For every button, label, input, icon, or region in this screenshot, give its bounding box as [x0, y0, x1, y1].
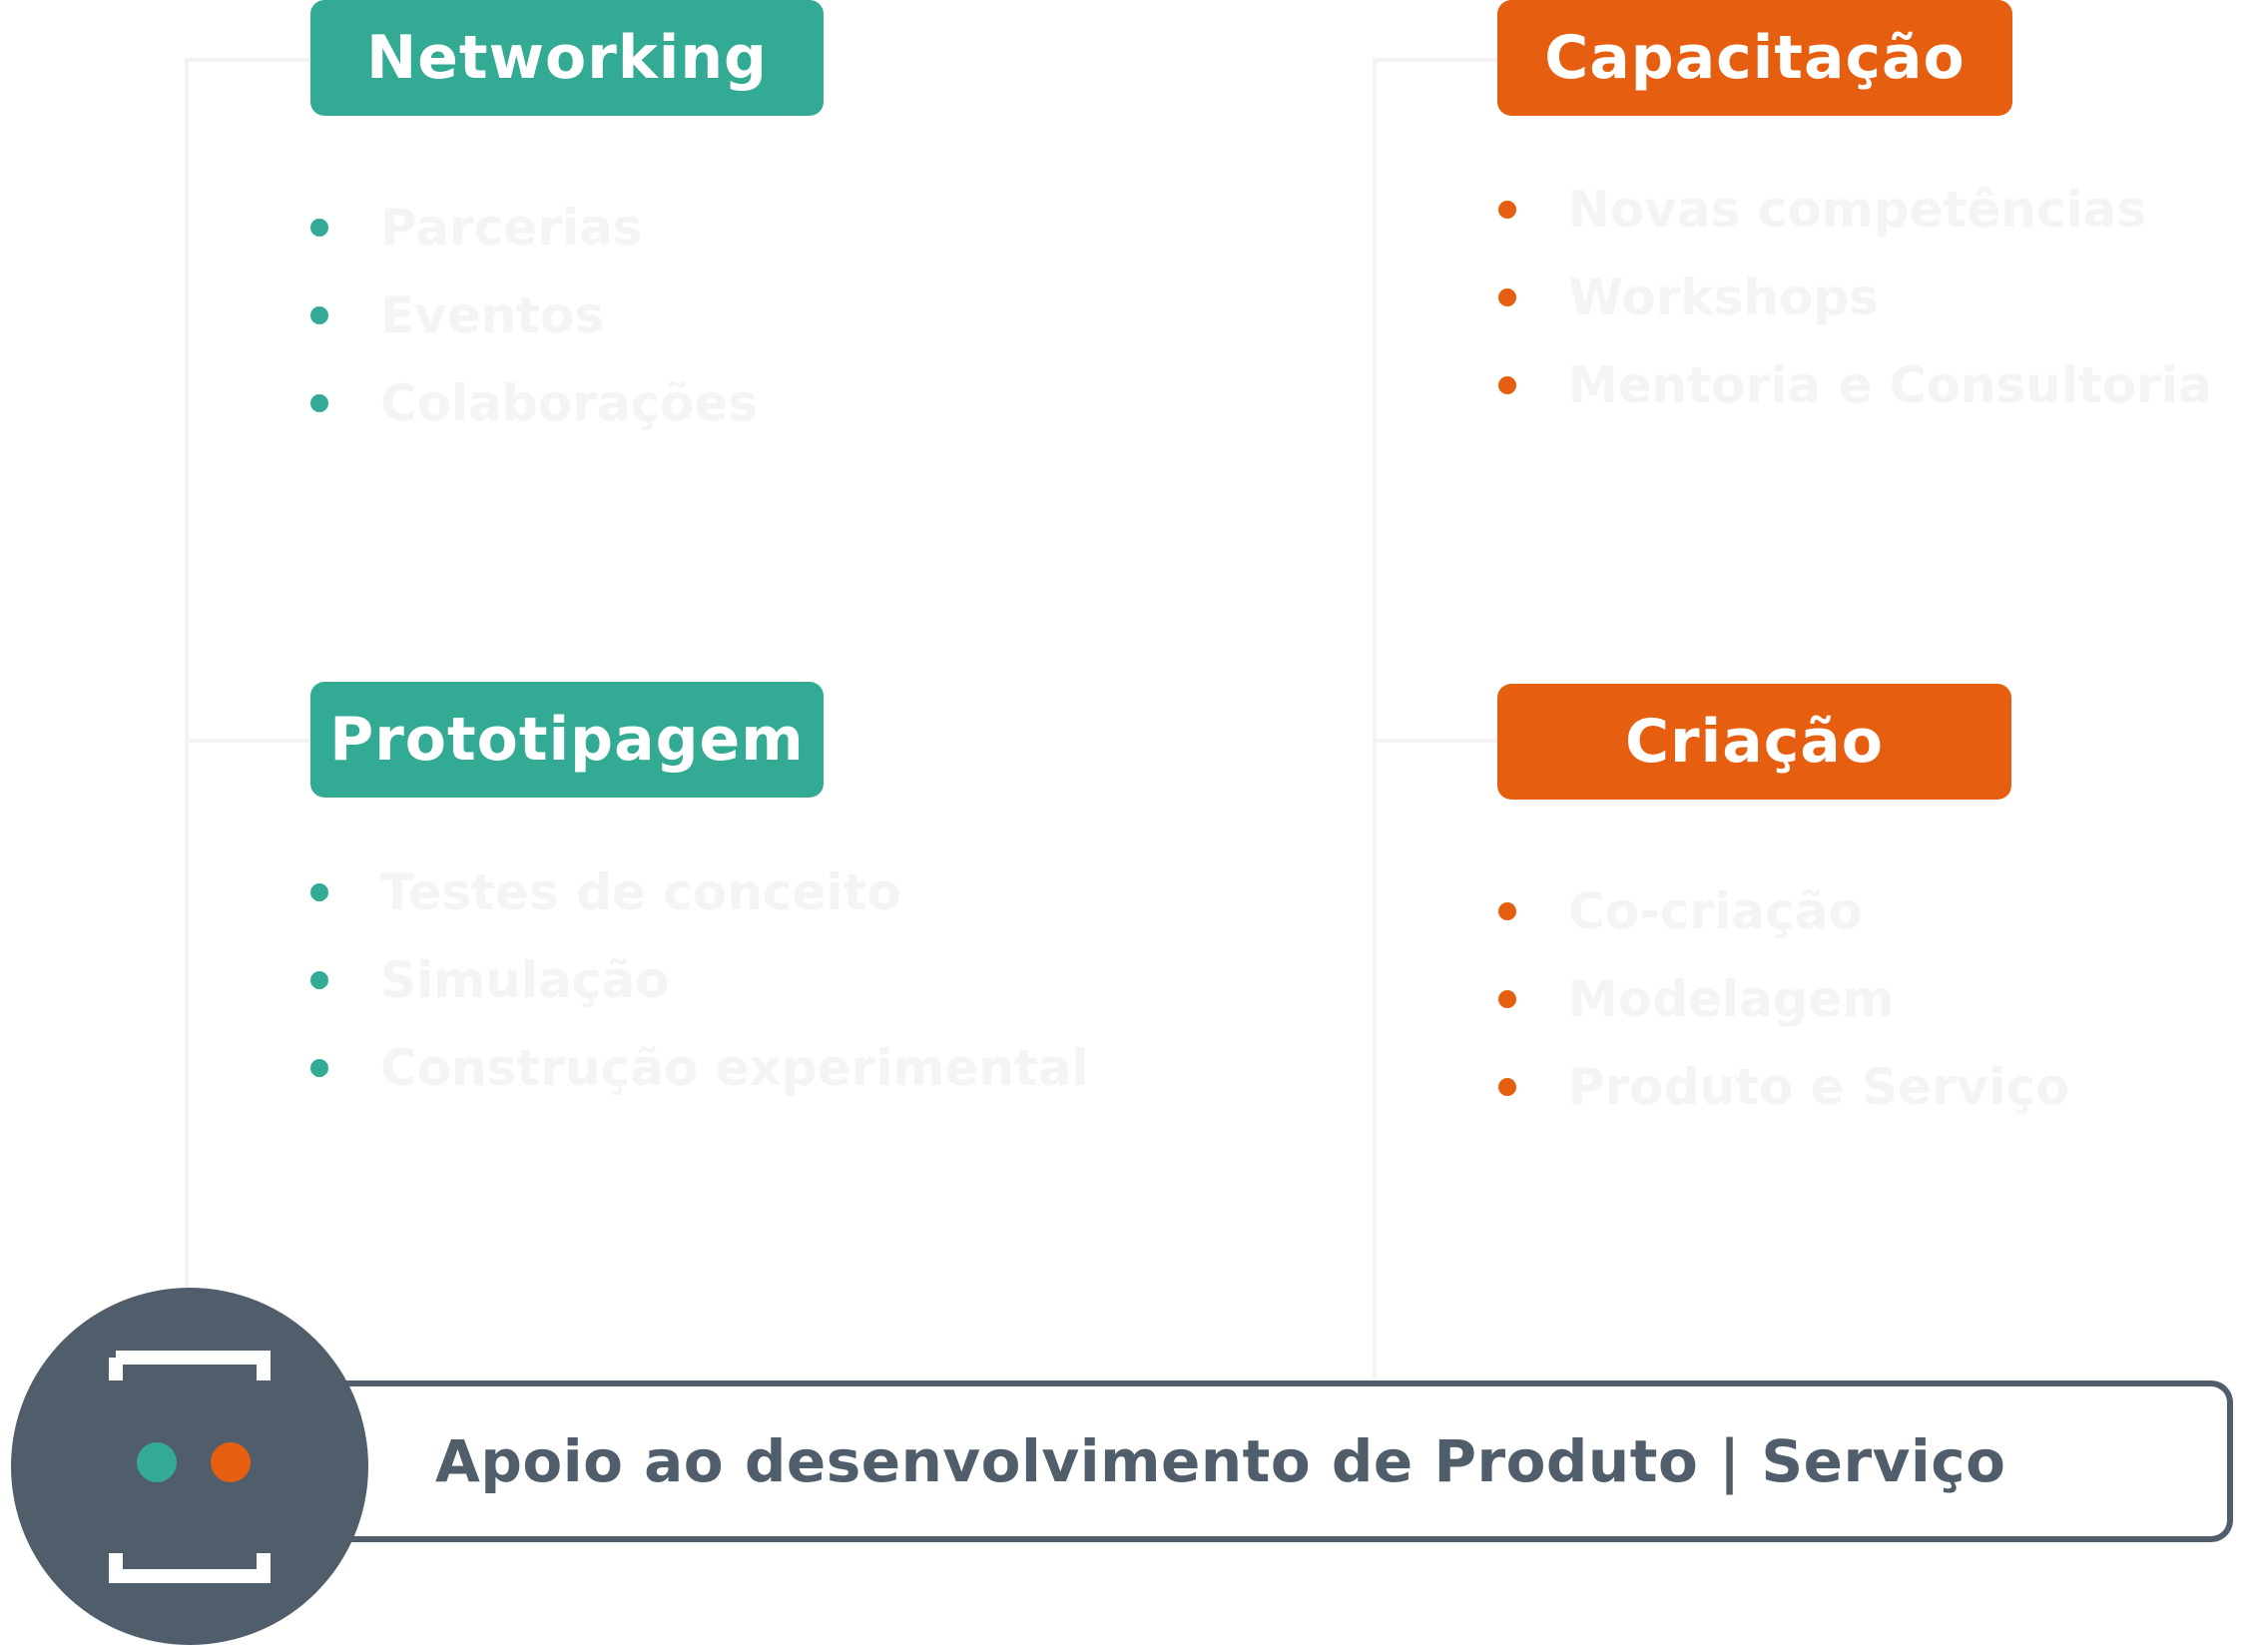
connector-left-mid: [185, 739, 309, 743]
list-item: Testes de conceito: [310, 848, 1089, 936]
list-item-label: Workshops: [1568, 269, 1879, 326]
list-item-label: Modelagem: [1568, 970, 1895, 1028]
criacao-list: Co-criação Modelagem Produto e Serviço: [1498, 867, 2069, 1131]
orange-bullet-icon: [1498, 1078, 1516, 1096]
list-item-label: Testes de conceito: [380, 863, 901, 921]
networking-list: Parcerias Eventos Colaborações: [310, 184, 758, 447]
capacitacao-list: Novas competências Workshops Mentoria e …: [1498, 166, 2212, 429]
list-item: Parcerias: [310, 184, 758, 272]
orange-bullet-icon: [1498, 288, 1516, 306]
teal-bullet-icon: [310, 306, 328, 324]
list-item: Novas competências: [1498, 166, 2212, 254]
badge-circle: [11, 1288, 368, 1645]
orange-bullet-icon: [1498, 990, 1516, 1008]
bracket-dots-icon: [109, 1351, 271, 1583]
list-item: Mentoria e Consultoria: [1498, 341, 2212, 429]
list-item-label: Simulação: [380, 951, 670, 1009]
list-item-label: Colaborações: [380, 374, 759, 432]
orange-bullet-icon: [1498, 902, 1516, 920]
list-item: Workshops: [1498, 254, 2212, 341]
connector-right-vertical: [1373, 60, 1377, 1377]
teal-bullet-icon: [310, 219, 328, 237]
list-item-label: Eventos: [380, 286, 605, 344]
list-item: Construção experimental: [310, 1024, 1089, 1112]
teal-bullet-icon: [310, 394, 328, 412]
criacao-header: Criação: [1497, 684, 2011, 800]
list-item: Produto e Serviço: [1498, 1043, 2069, 1131]
list-item: Co-criação: [1498, 867, 2069, 955]
connector-right-mid: [1373, 739, 1497, 743]
list-item-label: Parcerias: [380, 199, 643, 257]
list-item: Modelagem: [1498, 955, 2069, 1043]
teal-bullet-icon: [310, 1059, 328, 1077]
banner-title: Apoio ao desenvolvimento de Produto | Se…: [435, 1427, 2006, 1495]
capacitacao-header: Capacitação: [1497, 0, 2012, 116]
orange-bullet-icon: [1498, 376, 1516, 394]
list-item-label: Construção experimental: [380, 1039, 1089, 1097]
list-item-label: Novas competências: [1568, 181, 2147, 239]
connector-right-top: [1373, 58, 1497, 62]
list-item-label: Produto e Serviço: [1568, 1058, 2070, 1116]
banner-frame: [299, 1380, 2233, 1542]
list-item: Colaborações: [310, 359, 758, 447]
list-item: Simulação: [310, 936, 1089, 1024]
connector-left-vertical: [185, 60, 189, 1288]
list-item-label: Mentoria e Consultoria: [1568, 356, 2212, 414]
prototipagem-list: Testes de conceito Simulação Construção …: [310, 848, 1089, 1112]
prototipagem-header: Prototipagem: [310, 682, 824, 798]
orange-bullet-icon: [1498, 201, 1516, 219]
networking-header: Networking: [310, 0, 824, 116]
list-item-label: Co-criação: [1568, 882, 1863, 940]
teal-bullet-icon: [310, 883, 328, 901]
connector-left-top: [185, 58, 309, 62]
list-item: Eventos: [310, 272, 758, 359]
teal-bullet-icon: [310, 971, 328, 989]
